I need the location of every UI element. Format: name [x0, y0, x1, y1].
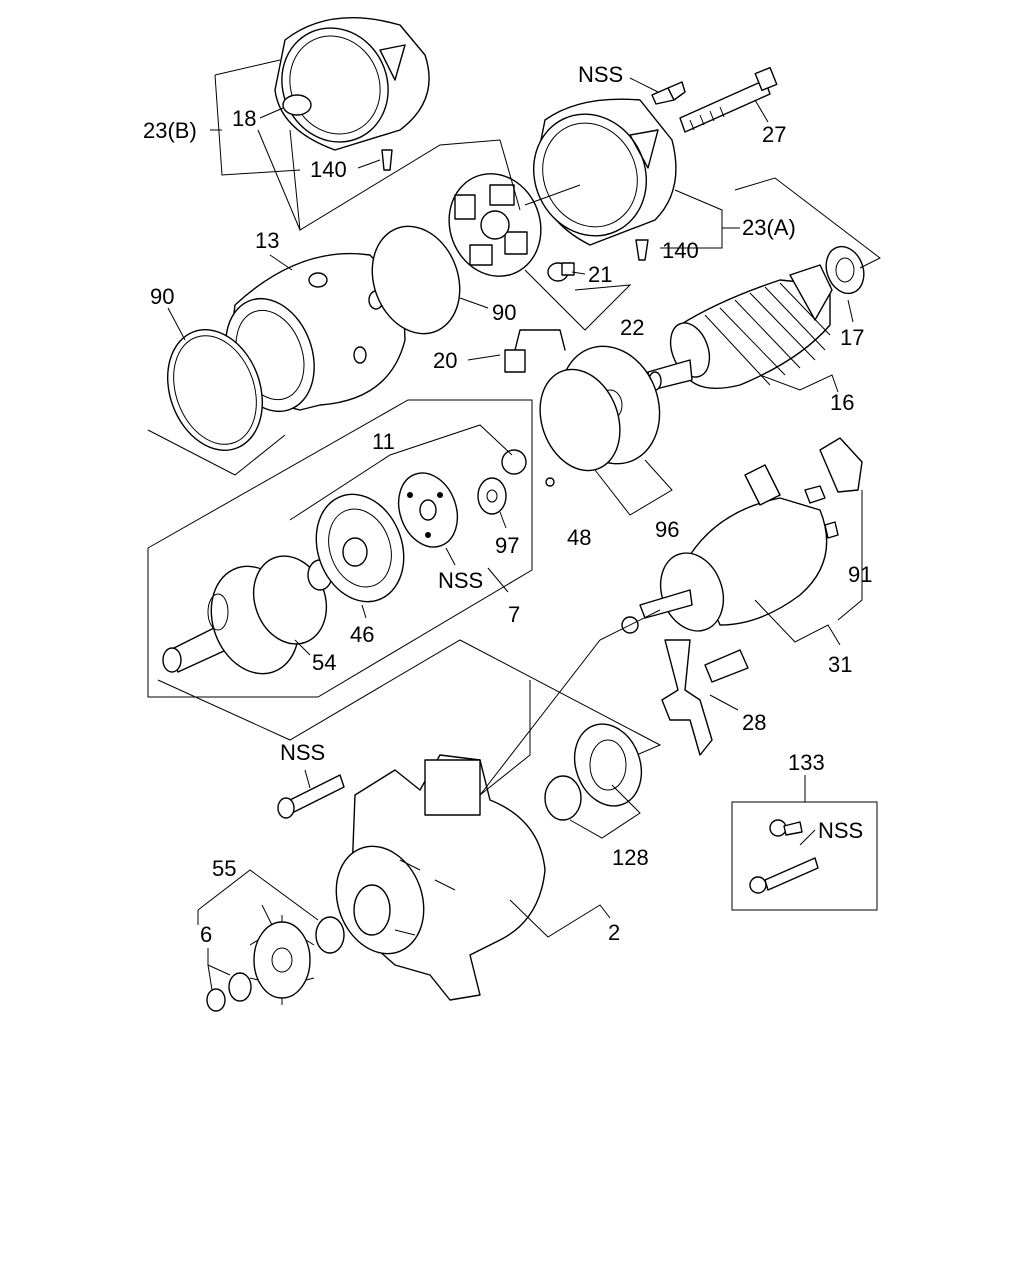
brush-20	[504, 329, 566, 373]
label-90-left: 90	[150, 284, 174, 309]
bearing-128	[544, 723, 643, 821]
label-48: 48	[567, 525, 591, 550]
label-133: 133	[788, 750, 825, 775]
label-nss-bolt: NSS	[280, 740, 325, 765]
label-20: 20	[433, 348, 457, 373]
rear-cover-a	[532, 98, 677, 261]
leader-46	[361, 604, 367, 619]
label-18: 18	[232, 106, 256, 131]
leader-11	[289, 424, 513, 521]
rear-cover-b	[274, 17, 430, 171]
label-140-top: 140	[310, 157, 347, 182]
label-22: 22	[620, 315, 644, 340]
leader-6	[207, 948, 231, 991]
brush-holder	[448, 173, 542, 277]
leader-90b	[459, 297, 489, 309]
leader-group-link	[157, 609, 662, 796]
leader-nss2	[445, 547, 456, 566]
label-91: 91	[848, 562, 872, 587]
through-bolt-27	[679, 66, 778, 133]
leader-7	[487, 567, 509, 593]
label-21: 21	[588, 262, 612, 287]
leader-21	[571, 271, 586, 275]
leader-nss3	[304, 769, 311, 789]
label-23a: 23(A)	[742, 215, 796, 240]
leader-20	[467, 354, 501, 361]
label-6: 6	[200, 922, 212, 947]
oring-90-left	[166, 329, 264, 451]
label-nss-top: NSS	[578, 62, 623, 87]
label-97: 97	[495, 533, 519, 558]
gear-97	[477, 477, 507, 515]
bolt-nss	[277, 774, 345, 819]
solenoid-31	[621, 464, 839, 634]
leader-cover-link	[289, 129, 581, 231]
leader-31	[754, 599, 841, 646]
label-nss-carrier: NSS	[438, 568, 483, 593]
label-13: 13	[255, 228, 279, 253]
leader-90a	[147, 307, 286, 476]
ball-48	[545, 477, 555, 487]
label-55: 55	[212, 856, 236, 881]
leader-28	[709, 694, 739, 711]
screw-nss-top	[651, 81, 686, 105]
leader-16	[759, 374, 839, 393]
leader-22	[524, 269, 632, 331]
label-28: 28	[742, 710, 766, 735]
label-16: 16	[830, 390, 854, 415]
snap-ring-6	[206, 972, 252, 1012]
shift-lever-28	[661, 639, 749, 756]
plate-96	[539, 345, 661, 472]
label-140-mid: 140	[662, 238, 699, 263]
kit-133-bolts	[749, 819, 819, 894]
label-31: 31	[828, 652, 852, 677]
label-27: 27	[762, 122, 786, 147]
label-23b: 23(B)	[143, 118, 197, 143]
leader-23b	[210, 59, 301, 176]
leader-91	[837, 490, 863, 621]
leader-27	[754, 99, 769, 123]
carrier-nss	[397, 472, 459, 548]
leader-96	[594, 459, 673, 516]
leader-54	[294, 639, 311, 656]
leader-128	[569, 784, 641, 839]
group-7-panel	[147, 399, 533, 698]
leader-nss1	[629, 77, 659, 93]
leader-23a	[660, 189, 740, 249]
leader-2	[509, 899, 611, 938]
label-11: 11	[372, 429, 395, 454]
leader-armature-frame	[734, 177, 881, 269]
oring-90-right	[371, 225, 461, 335]
bearing-11	[501, 449, 527, 475]
armature-16	[647, 264, 833, 391]
label-96: 96	[655, 517, 679, 542]
pinion-55	[249, 915, 345, 1005]
leader-97	[499, 511, 507, 529]
label-7: 7	[508, 602, 520, 627]
label-17: 17	[840, 325, 864, 350]
leader-55	[197, 869, 319, 926]
clutch-46	[315, 493, 405, 603]
leader-nss4	[799, 829, 816, 846]
label-2: 2	[608, 920, 620, 945]
label-90-right: 90	[492, 300, 516, 325]
boot-91	[819, 437, 863, 493]
bearing-17	[825, 245, 865, 295]
screw-21	[547, 262, 575, 282]
label-128: 128	[612, 845, 649, 870]
leader-17	[847, 299, 854, 323]
leader-18	[259, 107, 284, 119]
leader-13	[269, 254, 293, 271]
leader-140a	[257, 129, 381, 231]
label-46: 46	[350, 622, 374, 647]
label-54: 54	[312, 650, 336, 675]
label-nss-kit: NSS	[818, 818, 863, 843]
drive-housing-2	[335, 754, 546, 1001]
